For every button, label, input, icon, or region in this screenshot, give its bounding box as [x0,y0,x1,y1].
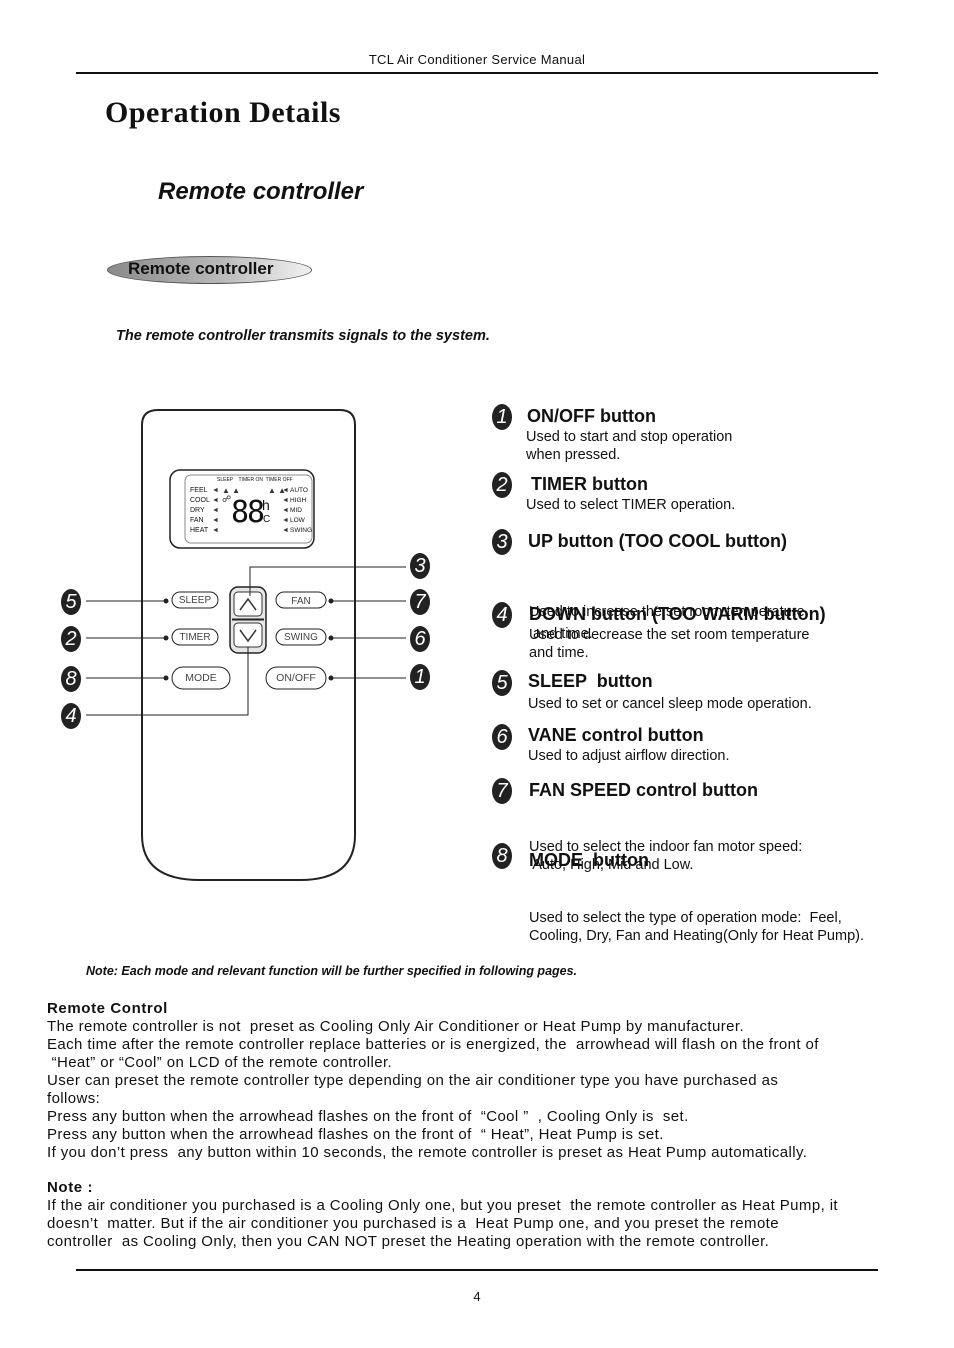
lcd-arrow-column-left: ◄◄◄◄◄ [212,487,219,534]
callout-badge: 2 [61,626,81,652]
lcd-mode-label: DRY [190,507,205,514]
lcd-digits: 88 [231,495,265,530]
lcd-mode-label: MID [290,507,302,514]
header-rule [76,72,878,74]
paragraph-line: If you don’t press any button within 10 … [47,1144,808,1161]
lcd-left-modes: FEEL COOL DRY FAN HEAT [190,486,210,536]
callout-badge: 8 [61,666,81,692]
item-number-badge: 8 [492,843,512,869]
item-number-badge: 2 [492,472,512,498]
lcd-mode-label: COOL [190,497,210,504]
callout-badge: 7 [410,589,430,615]
item-number-badge: 3 [492,529,512,555]
lcd-mode-label: FEEL [190,487,208,494]
item-title: DOWN button (TOO WARM button) [529,604,826,624]
timer-button [171,628,219,646]
item-title: SLEEP button [528,671,653,691]
lcd-right-modes: AUTO HIGH MID LOW SWING [290,486,312,536]
callout-badge: 3 [410,553,430,579]
lcd-mode-label: AUTO [290,487,308,494]
lcd-top-labels: SLEEP TIMER ON TIMER OFF [217,477,293,483]
mode-button [171,666,231,690]
item-description: Used to select TIMER operation. [526,497,736,513]
wireless-signal-icon: ☍ [222,494,232,504]
page-title: Operation Details [105,96,341,129]
callout-badge: 1 [410,664,430,690]
down-arrow-icon [239,629,257,643]
callout-badge: 4 [61,703,81,729]
remote-illustration [86,409,406,881]
section-pill [107,256,312,284]
up-button [233,591,263,617]
item-number-badge: 7 [492,778,512,804]
item-description: Used to increase the set room temperatur… [529,604,805,642]
item-title: FAN SPEED control button [529,780,758,800]
lcd-mode-label: HIGH [290,497,307,504]
callout-badge: 5 [61,589,81,615]
note-heading: Note : [47,1179,94,1196]
paragraph-line: controller as Cooling Only, then you CAN… [47,1233,770,1250]
section-subtitle: Remote controller [158,178,364,205]
lcd-mode-label: FAN [190,517,204,524]
paragraph-line: doesn’t matter. But if the air condition… [47,1215,779,1232]
fan-button [275,591,327,609]
swing-button [275,628,327,646]
intro-text: The remote controller transmits signals … [116,328,490,344]
paragraph-line: Each time after the remote controller re… [47,1036,819,1053]
lcd-up-arrows: ▲ ▲ [222,486,241,495]
note-section: Note : If the air conditioner you purcha… [47,1179,838,1251]
lcd-mode-label: LOW [290,517,305,524]
item-number-badge: 1 [492,404,512,430]
paragraph-line: “Heat” or “Cool” on LCD of the remote co… [47,1054,393,1071]
paragraph-line: The remote controller is not preset as C… [47,1018,745,1035]
item-number-badge: 6 [492,724,512,750]
item-title: ON/OFF button [527,406,656,426]
lcd-mode-label: HEAT [190,527,209,534]
item-number-badge: 4 [492,602,512,628]
item-title: UP button (TOO COOL button) [528,531,787,551]
item-title: MODE button [529,850,649,870]
section-pill-label: Remote controller [128,259,274,278]
paragraph-line: Press any button when the arrowhead flas… [47,1126,664,1143]
paragraph-line: Press any button when the arrowhead flas… [47,1108,689,1125]
paragraph-line: follows: [47,1090,101,1107]
lcd-unit-c: °C [259,514,271,525]
item-title: TIMER button [526,474,648,494]
lcd-screen [184,474,313,544]
item-description: Used to adjust airflow direction. [528,748,730,764]
sleep-button-label: SLEEP [178,595,212,606]
callout-badge: 6 [410,626,430,652]
item-description: Used to select the type of operation mod… [529,910,864,944]
onoff-button-label: ON/OFF [276,672,316,684]
swing-button-label: SWING [284,632,318,643]
manual-header: TCL Air Conditioner Service Manual [368,52,586,67]
item-description: Used to select the indoor fan motor spee… [529,839,803,873]
up-arrow-icon [239,597,257,611]
remote-control-section: Remote Control The remote controller is … [47,1000,819,1162]
page-number: 4 [473,1289,481,1304]
lcd-arrow-column-right: ◄◄◄◄◄ [282,487,289,534]
paragraph-line: User can preset the remote controller ty… [47,1072,779,1089]
footer-rule [76,1269,878,1271]
lcd-unit-h: h [262,497,270,513]
item-description: Used to set or cancel sleep mode operati… [528,696,812,712]
fan-button-label: FAN [291,596,311,607]
lcd-up-arrows-right: ▲ ▲ [268,486,287,495]
paragraph-line: If the air conditioner you purchased is … [47,1197,838,1214]
item-description: Used to decrease the set room temperatur… [529,627,810,661]
remote-control-heading: Remote Control [47,1000,168,1017]
onoff-button [265,666,327,690]
timer-button-label: TIMER [179,632,211,643]
down-button [233,622,263,648]
mode-function-note: Note: Each mode and relevant function wi… [86,964,578,978]
item-number-badge: 5 [492,670,512,696]
lcd-mode-label: SWING [290,527,313,534]
sleep-button [171,591,219,609]
item-title: VANE control button [528,725,704,745]
mode-button-label: MODE [185,672,217,684]
